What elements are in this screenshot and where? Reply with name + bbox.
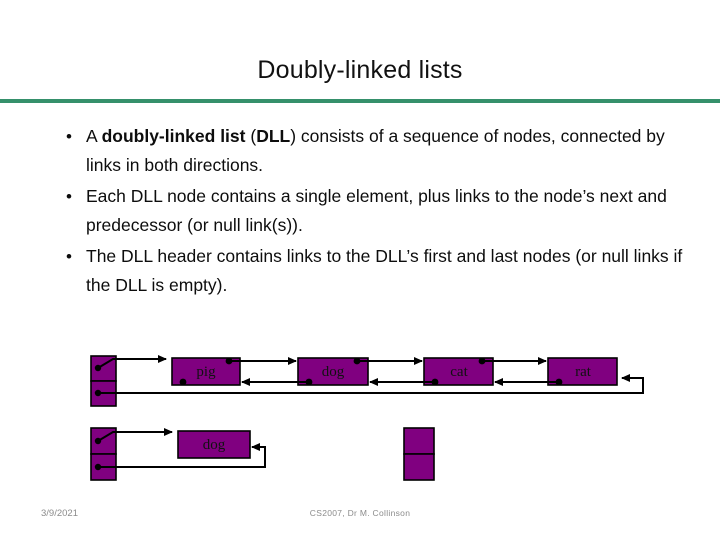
dll-header-row2: [90, 427, 117, 481]
dll-node-dog-row1: dog: [297, 357, 369, 386]
bullet-list: • A doubly-linked list (DLL) consists of…: [46, 122, 696, 302]
list-item: • The DLL header contains links to the D…: [46, 242, 696, 300]
bullet-text: The DLL header contains links to the DLL…: [86, 246, 683, 295]
node-label: rat: [575, 364, 592, 380]
dll-header-row1: [90, 355, 117, 407]
dll-node-rat: rat: [547, 357, 618, 386]
node-label: dog: [322, 364, 345, 380]
dll-node-pig: pig: [171, 357, 241, 386]
node-label: cat: [450, 364, 468, 380]
dll-node-dog-row2: dog: [177, 430, 251, 459]
footer-course: CS2007, Dr M. Collinson: [309, 508, 411, 518]
link-header2-to-last: [98, 443, 266, 468]
list-item: • Each DLL node contains a single elemen…: [46, 182, 696, 240]
link-dot: [179, 378, 187, 386]
bullet-marker: •: [66, 247, 72, 266]
link-header-to-first: [97, 355, 167, 369]
page-title: Doubly-linked lists: [257, 56, 463, 84]
link-header-to-last: [98, 374, 644, 394]
bullet-marker: •: [66, 127, 72, 146]
title-divider: [0, 99, 720, 103]
footer-date: 3/9/2021: [41, 508, 78, 519]
link-header2-to-first: [97, 428, 173, 442]
bullet-text: A doubly-linked list (DLL) consists of a…: [86, 126, 665, 175]
node-label: dog: [203, 437, 226, 453]
node-label: pig: [196, 364, 216, 380]
dll-header-empty: [403, 427, 435, 481]
bullet-text: Each DLL node contains a single element,…: [86, 186, 667, 235]
list-item: • A doubly-linked list (DLL) consists of…: [46, 122, 696, 180]
dll-diagram: pig dog cat rat: [90, 355, 644, 481]
bullet-marker: •: [66, 187, 72, 206]
